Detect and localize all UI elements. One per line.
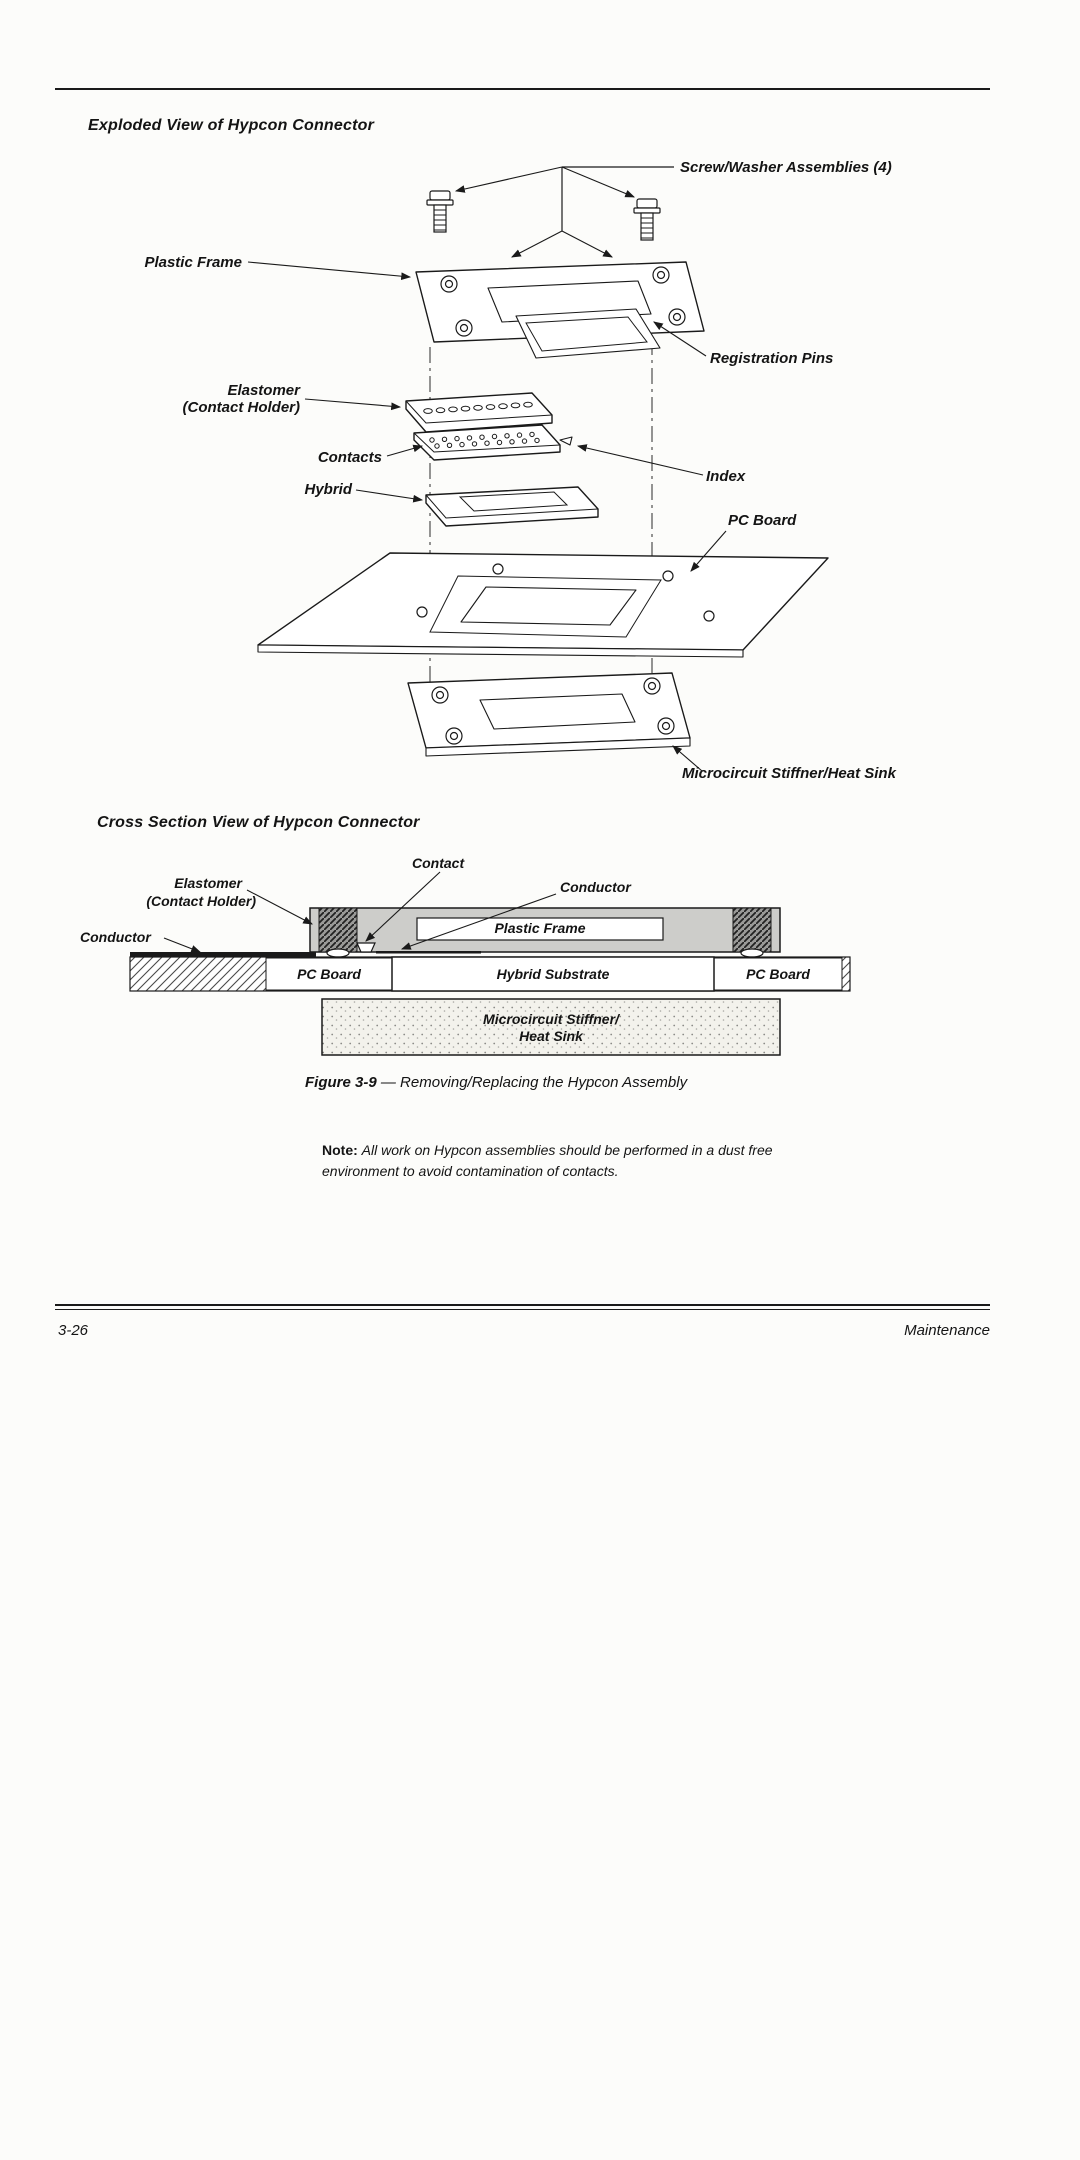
label-cs-contact: Contact xyxy=(412,855,465,871)
label-index: Index xyxy=(706,468,746,485)
label-stiffener: Microcircuit Stiffner/Heat Sink xyxy=(682,765,897,782)
leader-cs-contact xyxy=(365,871,441,942)
label-elastomer-line2: (Contact Holder) xyxy=(183,399,301,416)
registration-frame-drawing xyxy=(515,308,661,359)
label-cs-elastomer-line2: (Contact Holder) xyxy=(146,893,256,909)
contact-bump-left xyxy=(326,948,350,958)
heat-sink-drawing: Microcircuit Stiffner/ Heat Sink xyxy=(321,998,781,1056)
board-row-drawing: PC Board Hybrid Substrate PC Board xyxy=(129,956,851,992)
label-cs-elastomer-line1: Elastomer xyxy=(174,875,243,891)
leader-cs-elastomer xyxy=(246,889,313,925)
label-registration-pins: Registration Pins xyxy=(710,350,833,367)
screw-icon xyxy=(633,198,661,241)
note-block: Note: All work on Hypcon assemblies shou… xyxy=(322,1140,774,1182)
leader-pc-board xyxy=(690,530,727,572)
note-text: All work on Hypcon assemblies should be … xyxy=(322,1142,773,1179)
label-cs-stiffener-line1: Microcircuit Stiffner/ xyxy=(483,1011,621,1027)
contact-shape xyxy=(356,942,376,953)
elastomer-drawing xyxy=(405,392,553,433)
leader-elastomer xyxy=(304,398,402,411)
footer-rule-bottom xyxy=(55,1309,990,1310)
footer-rule-top xyxy=(55,1304,990,1306)
label-screw-washer: Screw/Washer Assemblies (4) xyxy=(680,159,892,176)
footer-section: Maintenance xyxy=(904,1322,990,1339)
label-pc-board: PC Board xyxy=(728,512,797,529)
leader-registration-pins xyxy=(653,321,707,357)
label-hybrid: Hybrid xyxy=(304,481,352,498)
conductor-shape xyxy=(376,951,481,954)
note-label: Note: xyxy=(322,1142,358,1158)
leader-index xyxy=(576,444,704,476)
label-cs-conductor-top: Conductor xyxy=(560,879,632,895)
leader-plastic-frame xyxy=(247,261,412,281)
leader-contacts xyxy=(386,444,424,457)
label-contacts: Contacts xyxy=(318,449,382,466)
figure-caption: Figure 3-9 — Removing/Replacing the Hypc… xyxy=(305,1074,687,1091)
conductor-trace xyxy=(130,952,316,957)
footer-page-number: 3-26 xyxy=(58,1322,89,1339)
index-notch xyxy=(559,436,573,446)
pc-board-right-box xyxy=(713,957,843,991)
label-cs-pc-board-right: PC Board xyxy=(746,966,810,982)
label-plastic-frame: Plastic Frame xyxy=(144,254,242,271)
label-cs-hybrid-substrate: Hybrid Substrate xyxy=(497,966,610,982)
connector-body-drawing: Plastic Frame xyxy=(309,907,781,958)
label-elastomer-line1: Elastomer xyxy=(227,382,301,399)
cross-section-diagram: Plastic Frame PC Board Hybrid Substrate … xyxy=(80,855,851,1056)
hybrid-substrate-box xyxy=(391,956,715,992)
screw-icon xyxy=(426,190,454,233)
label-cs-plastic-frame: Plastic Frame xyxy=(494,920,585,936)
leader-cs-conductor-left xyxy=(163,937,202,953)
stiffener-drawing xyxy=(407,672,691,757)
plastic-frame-box xyxy=(416,917,664,941)
label-cs-stiffener-line2: Heat Sink xyxy=(519,1028,584,1044)
top-rule xyxy=(55,88,990,90)
figure-number: Figure 3-9 xyxy=(305,1074,377,1091)
screw-post-left xyxy=(318,907,358,953)
leader-cs-conductor-top xyxy=(400,893,557,950)
cross-section-title: Cross Section View of Hypcon Connector xyxy=(97,814,420,831)
pc-board-drawing xyxy=(257,552,829,658)
screw-post-right xyxy=(732,907,772,953)
exploded-view-title: Exploded View of Hypcon Connector xyxy=(88,117,375,134)
screw-washer-leaders xyxy=(454,166,674,258)
leader-stiffener xyxy=(672,745,703,772)
contacts-drawing xyxy=(413,424,573,461)
figure-caption-text: — Removing/Replacing the Hypcon Assembly xyxy=(380,1074,688,1091)
exploded-view-diagram: Screw/Washer Assemblies (4) Plastic Fram… xyxy=(144,159,897,782)
label-cs-conductor-left: Conductor xyxy=(80,929,152,945)
label-cs-pc-board-left: PC Board xyxy=(297,966,361,982)
contact-bump-right xyxy=(740,948,764,958)
hybrid-drawing xyxy=(425,486,599,527)
leader-hybrid xyxy=(355,489,424,503)
